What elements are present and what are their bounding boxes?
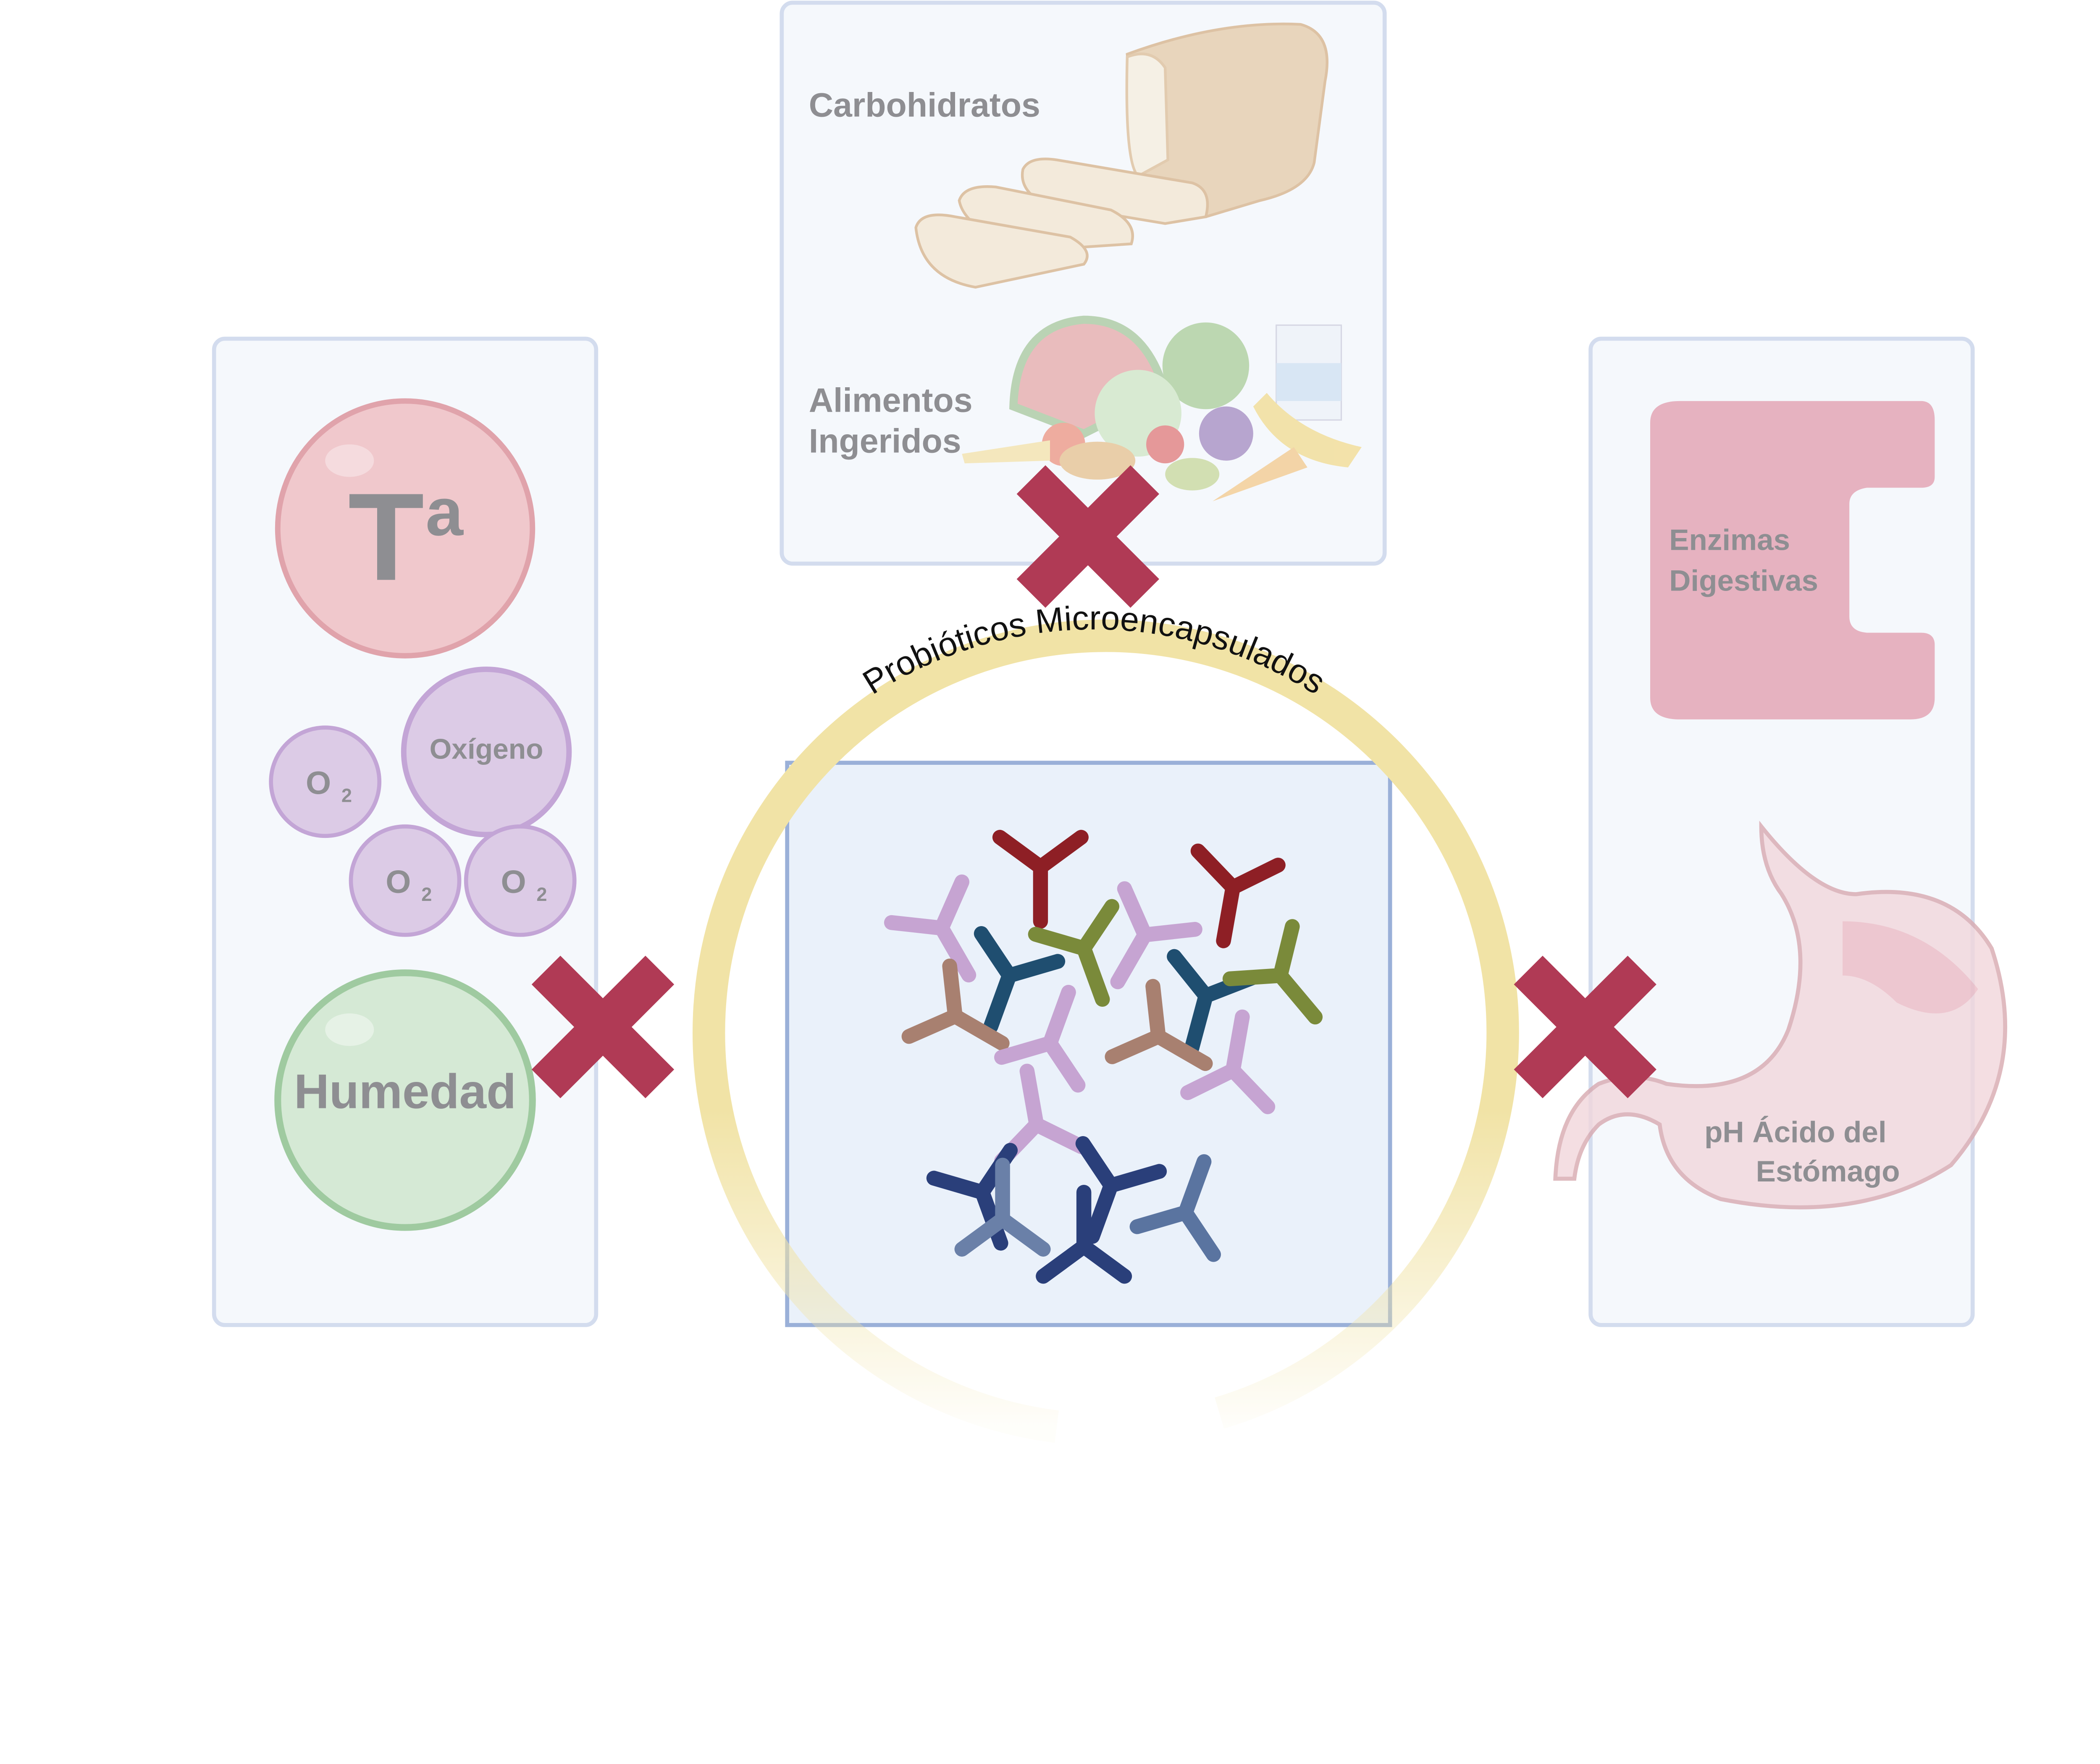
o2-label: O	[386, 864, 411, 900]
bacterium-icon	[994, 984, 1086, 1093]
o2-bubble: O 2	[349, 824, 462, 937]
bacterium-icon	[1036, 1184, 1132, 1284]
o2-label: O	[306, 765, 331, 801]
stomach-label-line1: pH Ácido del	[1704, 1116, 1887, 1149]
oxygen-bubbles: Oxígeno O 2 O 2 O 2	[269, 667, 577, 937]
bread-illustration	[914, 22, 1328, 289]
cross-icon	[1016, 465, 1160, 608]
bacterium-icon	[1028, 899, 1120, 1007]
bacterium-icon	[901, 958, 1010, 1051]
enzymes-label-line1: Enzimas	[1669, 524, 1790, 557]
bacterium-icon	[1190, 843, 1286, 948]
bacterium-icon	[884, 874, 976, 983]
oxygen-label: Oxígeno	[430, 733, 543, 765]
temperature-bubble: T a	[275, 398, 536, 659]
bacterium-icon	[1105, 979, 1213, 1071]
oxygen-bubble	[401, 667, 572, 837]
o2-subscript: 2	[536, 884, 547, 905]
right-panel: Enzimas Digestivas pH Ácido del Estómago	[1553, 336, 2007, 1327]
bacterium-icon	[954, 1158, 1051, 1257]
food-label-line2: Ingeridos	[809, 422, 961, 460]
left-panel: T a Oxígeno O 2 O 2 O 2	[212, 336, 598, 1327]
food-label-line1: Alimentos	[809, 382, 973, 420]
o2-subscript: 2	[341, 785, 352, 806]
carbs-label: Carbohidratos	[809, 86, 1040, 124]
cross-icon	[531, 956, 675, 1098]
o2-subscript: 2	[421, 884, 432, 905]
o2-bubble: O 2	[269, 725, 382, 838]
humidity-bubble: Humedad	[274, 969, 536, 1231]
bacterium-icon	[1180, 1009, 1276, 1114]
center-capsule: Probióticos Microencapsulados	[693, 599, 1519, 1443]
bacteria-group	[884, 830, 1323, 1284]
stomach-label-line2: Estómago	[1756, 1155, 1900, 1188]
enzyme-shape	[1650, 401, 1935, 719]
bacterium-icon	[1075, 1136, 1167, 1244]
o2-label: O	[501, 864, 526, 900]
bacterium-icon	[1110, 881, 1202, 990]
o2-bubble: O 2	[464, 824, 577, 937]
bacterium-icon	[974, 926, 1066, 1034]
humidity-label: Humedad	[294, 1064, 516, 1119]
temperature-label: T	[348, 467, 424, 606]
enzymes-label-line2: Digestivas	[1669, 564, 1818, 597]
food-illustration	[962, 315, 1362, 501]
top-panel: Carbohidratos Alimentos Ingeridos	[780, 0, 1387, 566]
bacterium-icon	[1222, 919, 1323, 1025]
bacterium-icon	[1129, 1154, 1221, 1262]
cross-icon	[1514, 956, 1656, 1098]
temperature-superscript: a	[425, 474, 464, 550]
microcapsule-ring	[693, 619, 1519, 1443]
stomach-illustration	[1553, 820, 2007, 1210]
bacterium-icon	[992, 830, 1089, 929]
diagram-canvas: T a Oxígeno O 2 O 2 O 2	[212, 0, 2007, 1443]
